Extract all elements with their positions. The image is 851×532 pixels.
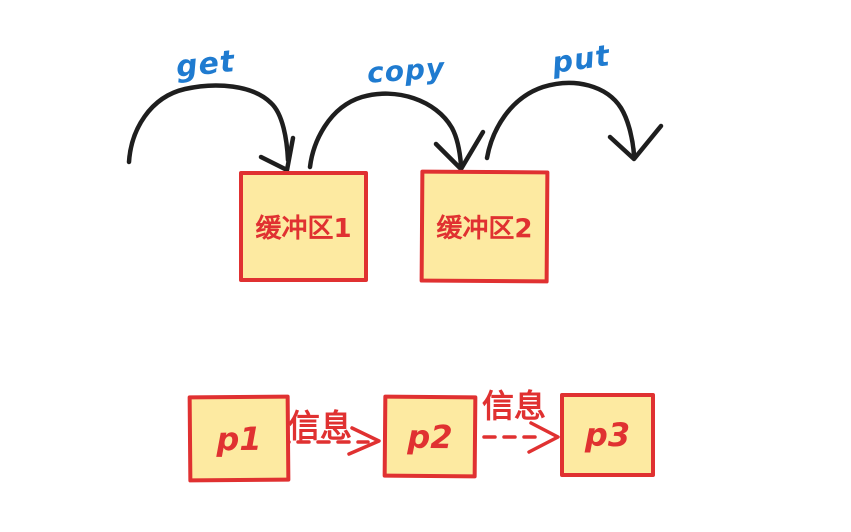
process-box-p3-label: p3 [584, 416, 631, 454]
buffer-box-2: 缓冲区2 [419, 169, 550, 284]
arrow-get [126, 83, 296, 173]
arrow-copy [307, 91, 486, 172]
process-box-p3: p3 [560, 393, 655, 477]
arrow-message-1 [276, 426, 381, 456]
label-copy: copy [365, 51, 447, 90]
process-box-p1-label: p1 [216, 419, 262, 458]
message-label-2: 信息 [482, 387, 547, 425]
process-box-p1: p1 [187, 394, 291, 483]
buffer-box-2-label: 缓冲区2 [436, 213, 533, 245]
process-box-p2: p2 [382, 394, 478, 479]
arrow-put [484, 80, 664, 162]
label-get: get [174, 44, 237, 85]
message-label-1: 信息 [288, 407, 353, 445]
arrow-message-2 [482, 421, 560, 454]
process-box-p2-label: p2 [407, 417, 453, 456]
buffer-box-1: 缓冲区1 [239, 171, 368, 282]
buffer-box-1-label: 缓冲区1 [255, 214, 352, 244]
